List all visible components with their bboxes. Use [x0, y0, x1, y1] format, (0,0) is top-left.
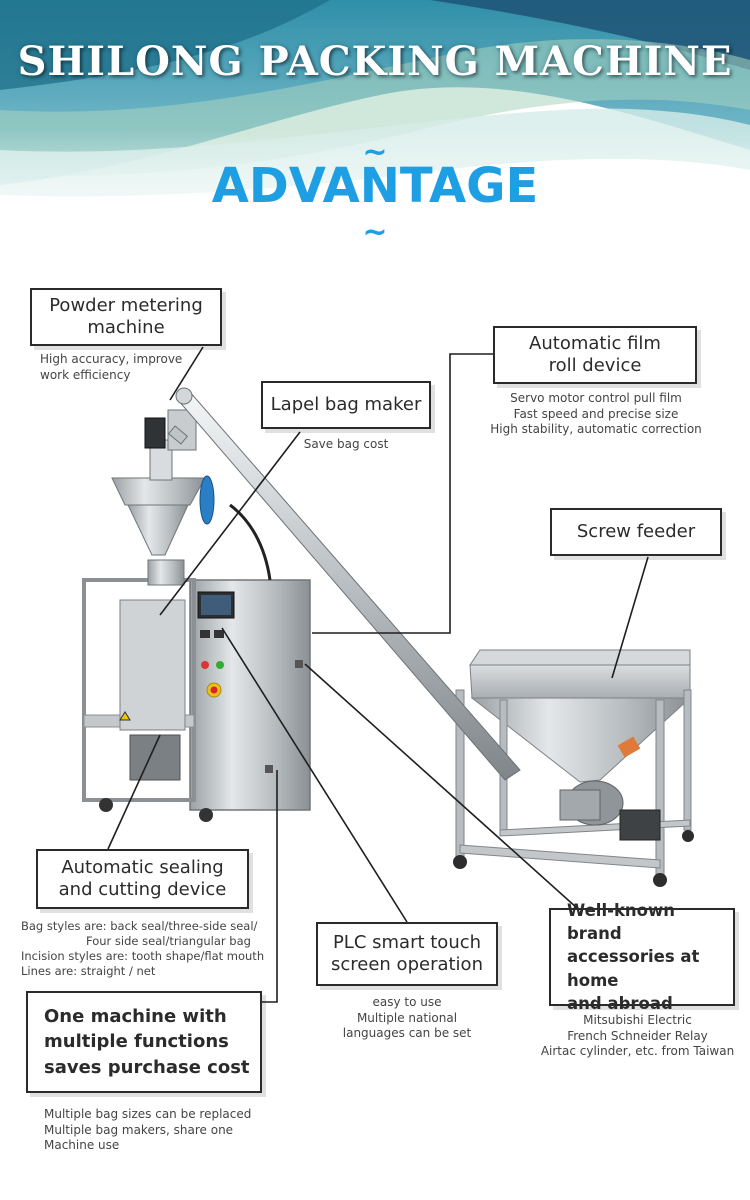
- tilde-decoration-top: ~: [362, 135, 388, 170]
- callout-lapel-bag-maker: Lapel bag maker: [261, 381, 431, 429]
- desc-plc-touch: easy to use Multiple national languages …: [316, 995, 498, 1042]
- desc-line: Lines are: straight / net: [21, 963, 156, 978]
- desc-line: Machine use: [44, 1138, 120, 1153]
- desc-powder-metering: High accuracy, improve work efficiency: [40, 352, 182, 383]
- desc-sealing-cutting: Bag styles are: back seal/three-side sea…: [21, 919, 264, 979]
- desc-multi-function: Multiple bag sizes can be replaced Multi…: [44, 1107, 251, 1154]
- desc-line: Save bag cost: [303, 437, 389, 451]
- callout-title: Lapel bag maker: [270, 394, 422, 416]
- powder-metering-auger: [111, 409, 272, 586]
- callout-title-line: One machine with: [44, 1005, 227, 1027]
- section-title-advantage: ADVANTAGE: [211, 158, 539, 214]
- connector-brand-accessories: [304, 663, 578, 909]
- callout-sealing-cutting: Automatic sealing and cutting device: [36, 849, 249, 909]
- callout-title-line: Automatic sealing: [61, 857, 224, 879]
- desc-film-roll: Servo motor control pull film Fast speed…: [482, 391, 710, 438]
- desc-brand-accessories: Mitsubishi Electric French Schneider Rel…: [535, 1013, 740, 1060]
- screw-feeder-hopper: [453, 649, 694, 887]
- connector-screw-feeder: [611, 556, 649, 679]
- connector-lapel-bag-maker: [159, 431, 301, 616]
- connector-sealing-cutting: [107, 734, 161, 850]
- callout-title-line: Powder metering: [49, 295, 203, 317]
- callout-title-line: PLC smart touch: [332, 932, 482, 954]
- callout-title: Screw feeder: [576, 521, 696, 543]
- callout-title-line: and cutting device: [58, 879, 227, 900]
- desc-line: languages can be set: [342, 1026, 472, 1041]
- desc-line: High accuracy, improve: [40, 352, 183, 366]
- connector-film-roll: [312, 353, 493, 634]
- desc-line: Multiple national: [356, 1010, 458, 1025]
- callout-multi-function: One machine with multiple functions save…: [26, 991, 262, 1093]
- screw-conveyor-tube: [167, 387, 521, 781]
- packing-machine-body: [82, 578, 311, 822]
- desc-line: work efficiency: [40, 367, 131, 382]
- callout-plc-touch: PLC smart touch screen operation: [316, 922, 498, 986]
- desc-line: French Schneider Relay: [567, 1028, 708, 1043]
- callout-title-line: accessories at home: [567, 947, 700, 990]
- callout-title-line: machine: [87, 317, 165, 338]
- callout-title-line: Well-known brand: [567, 901, 676, 944]
- callout-film-roll: Automatic film roll device: [493, 326, 697, 384]
- connector-multi-function: [262, 770, 278, 1003]
- callout-title-line: saves purchase cost: [44, 1056, 250, 1078]
- brand-title: SHILONG PACKING MACHINE: [17, 38, 733, 85]
- desc-line: Servo motor control pull film: [510, 391, 682, 405]
- desc-line: Fast speed and precise size: [513, 406, 679, 421]
- desc-line: Multiple bag sizes can be replaced: [44, 1107, 252, 1121]
- callout-powder-metering: Powder metering machine: [30, 288, 222, 346]
- header-background: [0, 0, 750, 250]
- desc-line: easy to use: [372, 995, 442, 1009]
- callout-brand-accessories: Well-known brand accessories at home and…: [549, 901, 735, 1013]
- callout-title-line: roll device: [548, 355, 642, 376]
- callout-title-line: and abroad: [567, 993, 673, 1013]
- desc-line: Mitsubishi Electric: [583, 1013, 692, 1027]
- callout-title-line: multiple functions: [44, 1031, 229, 1053]
- desc-line: Four side seal/triangular bag: [86, 933, 251, 948]
- connector-powder-metering: [169, 346, 204, 401]
- callout-title-line: Automatic film: [529, 333, 661, 355]
- header-banner: SHILONG PACKING MACHINE ~ ADVANTAGE ~: [0, 0, 750, 250]
- callout-title-line: screen operation: [331, 954, 483, 975]
- desc-line: Bag styles are: back seal/three-side sea…: [21, 919, 258, 933]
- tilde-decoration-bottom: ~: [362, 215, 388, 250]
- connector-plc-touch: [221, 627, 408, 923]
- desc-line: Airtac cylinder, etc. from Taiwan: [540, 1044, 735, 1059]
- desc-line: Incision styles are: tooth shape/flat mo…: [21, 948, 265, 963]
- desc-line: Multiple bag makers, share one: [44, 1122, 234, 1137]
- desc-line: High stability, automatic correction: [490, 422, 702, 437]
- callout-screw-feeder: Screw feeder: [550, 508, 722, 556]
- desc-lapel-bag-maker: Save bag cost: [261, 437, 431, 453]
